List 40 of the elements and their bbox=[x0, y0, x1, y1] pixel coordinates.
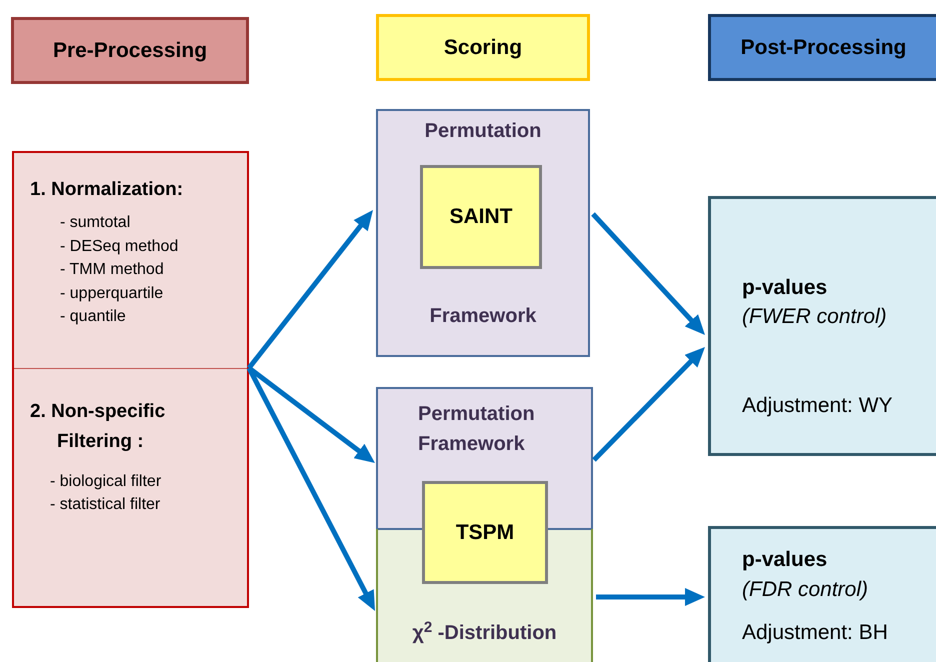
method-box bbox=[420, 165, 542, 269]
list-item: - TMM method bbox=[60, 260, 164, 280]
arrow bbox=[247, 210, 373, 370]
list-item: - DESeq method bbox=[60, 237, 178, 257]
stage-header bbox=[376, 14, 590, 81]
arrow bbox=[591, 212, 705, 335]
result-note: (FWER control) bbox=[742, 305, 887, 329]
section-heading: 1. Normalization: bbox=[30, 179, 184, 201]
method-label: TSPM bbox=[456, 520, 514, 546]
arrow bbox=[596, 588, 705, 606]
method-box bbox=[422, 481, 548, 584]
box-label: Permutation Framework bbox=[418, 402, 536, 457]
list-item: - statistical filter bbox=[50, 495, 160, 515]
stage-header bbox=[708, 14, 936, 81]
box-label: χ$^{2}$ -Distribution bbox=[411, 621, 558, 645]
header-label: Scoring bbox=[444, 34, 522, 61]
arrow bbox=[592, 347, 705, 462]
result-heading: p-values bbox=[742, 276, 828, 300]
result-detail: Adjustment: BH bbox=[742, 621, 888, 645]
header-label: Post-Processing bbox=[740, 34, 906, 61]
result-heading: p-values bbox=[742, 548, 828, 572]
method-label: SAINT bbox=[450, 204, 512, 230]
box-label: Framework bbox=[428, 304, 538, 328]
result-note: (FDR control) bbox=[742, 578, 868, 602]
result-detail: Adjustment: WY bbox=[742, 394, 893, 418]
section-heading: 2. Non-specific Filtering : bbox=[30, 400, 166, 454]
list-item: - upperquartile bbox=[60, 284, 164, 304]
arrow bbox=[246, 366, 375, 611]
stage-header bbox=[11, 17, 249, 84]
list-item: - sumtotal bbox=[60, 213, 130, 233]
framework-box bbox=[376, 109, 590, 357]
arrow bbox=[248, 366, 375, 463]
box-label: Permutation bbox=[424, 119, 542, 143]
list-item: - biological filter bbox=[50, 472, 162, 492]
process-box bbox=[12, 151, 249, 608]
list-item: - quantile bbox=[60, 307, 126, 327]
result-box bbox=[708, 196, 936, 456]
header-label: Pre-Processing bbox=[52, 38, 208, 64]
two-part-box bbox=[376, 387, 593, 662]
result-box bbox=[708, 526, 936, 662]
